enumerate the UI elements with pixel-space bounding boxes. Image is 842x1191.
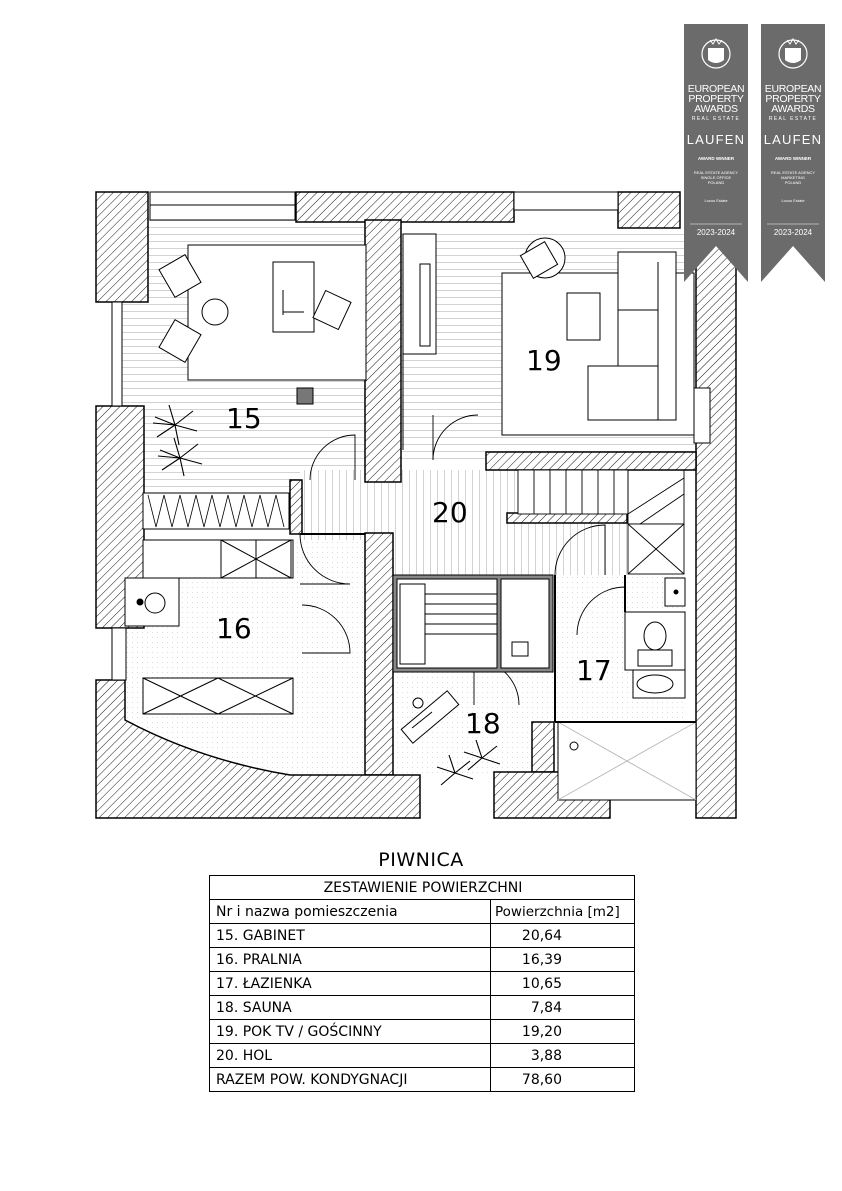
stairs: [517, 469, 685, 575]
badge-description: REAL ESTATE AGENCY MARKETING POLAND: [770, 170, 816, 185]
room-name: 17. ŁAZIENKA: [209, 971, 491, 996]
badge-years: 2023-2024: [773, 228, 813, 237]
table-row: 15. GABINET 20,64: [209, 923, 635, 948]
table-row: 17. ŁAZIENKA 10,65: [209, 971, 635, 996]
badge-brand: LAUFEN: [686, 132, 746, 147]
section-title: PIWNICA: [378, 849, 464, 871]
room-area: 3,88: [490, 1043, 635, 1068]
ribbon-shape: [684, 24, 748, 282]
sauna-cabin: [392, 574, 554, 673]
room-number-18: 18: [465, 707, 501, 740]
plant-icon: [152, 404, 203, 477]
room-name: 18. SAUNA: [209, 995, 491, 1020]
desk-furniture: [142, 244, 367, 530]
room-name: 15. GABINET: [209, 923, 491, 948]
column-header-name: Nr i nazwa pomieszczenia: [209, 899, 491, 924]
table-row: 18. SAUNA 7,84: [209, 995, 635, 1020]
table-row: 19. POK TV / GOŚCINNY 19,20: [209, 1019, 635, 1044]
partitions: [300, 533, 696, 723]
room-number-15: 15: [226, 402, 262, 435]
room-number-19: 19: [526, 344, 562, 377]
badge-years: 2023-2024: [696, 228, 736, 237]
door-swings: [299, 414, 626, 706]
badge-company: Locus Estate: [781, 198, 805, 203]
room-area: 7,84: [490, 995, 635, 1020]
windows: [111, 191, 711, 681]
sofa-furniture: [402, 233, 695, 450]
ribbon-shape: [761, 24, 825, 282]
bathroom-fixtures: [557, 577, 697, 801]
room-number-16: 16: [216, 612, 252, 645]
badge-winner: AWARD WINNER: [697, 156, 735, 161]
room-area: 19,20: [490, 1019, 635, 1044]
table-caption: ZESTAWIENIE POWIERZCHNI: [209, 875, 635, 900]
badge-subtitle: REAL ESTATE: [691, 116, 741, 122]
room-number-20: 20: [432, 496, 468, 529]
room-number-17: 17: [576, 654, 612, 687]
plant-icon-sauna: [436, 739, 501, 786]
table-row: 16. PRALNIA 16,39: [209, 947, 635, 972]
total-area: 78,60: [490, 1067, 635, 1092]
badge-subtitle: REAL ESTATE: [768, 116, 818, 122]
room-area: 10,65: [490, 971, 635, 996]
room-name: 16. PRALNIA: [209, 947, 491, 972]
room-name: 19. POK TV / GOŚCINNY: [209, 1019, 491, 1044]
badge-description: REAL ESTATE AGENCY SINGLE OFFICE POLAND: [693, 170, 739, 185]
total-label: RAZEM POW. KONDYGNACJI: [209, 1067, 491, 1092]
badge-company: Locus Estate: [704, 198, 728, 203]
floor-plan: 15 19 20 16 17 18: [95, 191, 737, 819]
table-row: 20. HOL 3,88: [209, 1043, 635, 1068]
laundry-furniture: [124, 539, 294, 715]
room-area: 16,39: [490, 947, 635, 972]
room-area: 20,64: [490, 923, 635, 948]
area-table: ZESTAWIENIE POWIERZCHNI Nr i nazwa pomie…: [209, 875, 635, 1092]
room-name: 20. HOL: [209, 1043, 491, 1068]
column-header-area: Powierzchnia [m2]: [490, 899, 635, 924]
lounger-icon: [400, 690, 460, 744]
badge-brand: LAUFEN: [763, 132, 823, 147]
table-total-row: RAZEM POW. KONDYGNACJI 78,60: [209, 1067, 635, 1092]
badge-winner: AWARD WINNER: [774, 156, 812, 161]
